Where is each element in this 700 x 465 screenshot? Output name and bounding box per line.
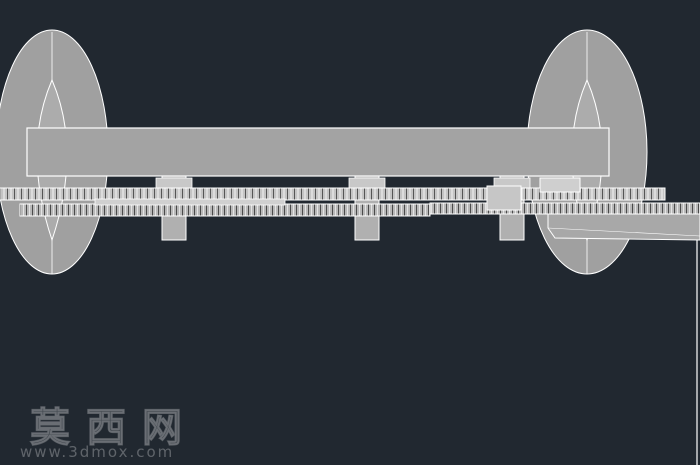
lower-gear-train <box>19 198 700 217</box>
right-gear-housing <box>486 177 581 211</box>
drive-arm <box>547 213 700 465</box>
chassis-body <box>26 127 610 177</box>
